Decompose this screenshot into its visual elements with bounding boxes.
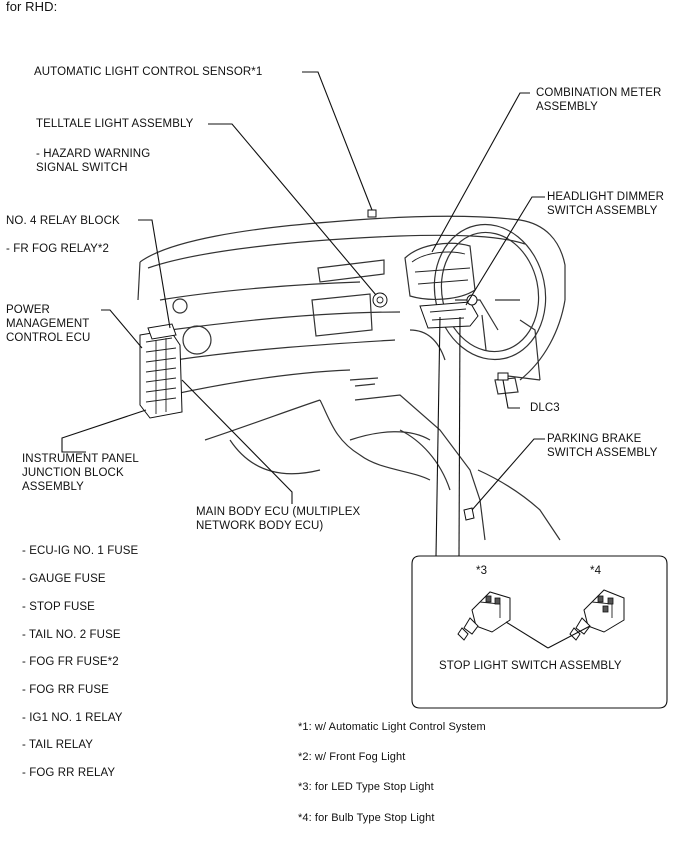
- sensor-graphic: [367, 209, 377, 218]
- footnote: *4: for Bulb Type Stop Light: [298, 812, 435, 824]
- callout-telltale-sub: - HAZARD WARNING SIGNAL SWITCH: [36, 148, 151, 174]
- callout-relay-block: NO. 4 RELAY BLOCK: [6, 215, 120, 227]
- callout-telltale: TELLTALE LIGHT ASSEMBLY: [36, 118, 194, 130]
- list-item: - GAUGE FUSE: [22, 573, 106, 585]
- dlc3-graphic: [497, 372, 509, 381]
- callout-combination-meter: COMBINATION METER ASSEMBLY: [536, 87, 662, 113]
- led-stop-switch-graphic: [457, 591, 511, 641]
- footnote: *3: for LED Type Stop Light: [298, 781, 434, 793]
- combination-meter-graphic: [404, 242, 476, 300]
- list-item: - FOG FR FUSE*2: [22, 656, 119, 668]
- parking-brake-switch-graphic: [463, 507, 475, 521]
- steering-wheel: [433, 223, 547, 361]
- stop-light-inset: [411, 555, 668, 709]
- list-item: - TAIL RELAY: [22, 739, 94, 751]
- callout-main-body-ecu: MAIN BODY ECU (MULTIPLEX NETWORK BODY EC…: [196, 506, 361, 532]
- page-title: for RHD:: [6, 0, 58, 14]
- junction-block-graphic: [139, 323, 183, 419]
- list-item: - FOG RR FUSE: [22, 684, 109, 696]
- list-item: - STOP FUSE: [22, 601, 95, 613]
- footnote: *1: w/ Automatic Light Control System: [298, 721, 486, 733]
- callout-power-mgmt: POWER MANAGEMENT CONTROL ECU: [6, 304, 91, 344]
- bulb-stop-switch-graphic: [569, 589, 625, 641]
- column-switch-graphic: [419, 294, 479, 329]
- callout-junction-block: INSTRUMENT PANEL JUNCTION BLOCK ASSEMBLY: [22, 453, 139, 493]
- callout-relay-block-sub: - FR FOG RELAY*2: [6, 243, 109, 255]
- list-item: - ECU-IG NO. 1 FUSE: [22, 545, 139, 557]
- instrument-panel-outline: [137, 215, 566, 541]
- list-item: - IG1 NO. 1 RELAY: [22, 712, 123, 724]
- list-item: - FOG RR RELAY: [22, 767, 116, 779]
- leader-lines: [61, 71, 545, 557]
- list-item: - TAIL NO. 2 FUSE: [22, 629, 121, 641]
- inset-led-marker: *3: [476, 565, 488, 577]
- inset-bulb-marker: *4: [590, 565, 602, 577]
- callout-dlc3: DLC3: [530, 402, 560, 414]
- callout-headlight-dimmer: HEADLIGHT DIMMER SWITCH ASSEMBLY: [547, 191, 665, 217]
- telltale-switch-graphic: [372, 292, 388, 308]
- callout-auto-light-sensor: AUTOMATIC LIGHT CONTROL SENSOR*1: [34, 66, 263, 78]
- footnote: *2: w/ Front Fog Light: [298, 751, 406, 763]
- inset-label: STOP LIGHT SWITCH ASSEMBLY: [439, 660, 622, 672]
- callout-parking-brake: PARKING BRAKE SWITCH ASSEMBLY: [547, 433, 658, 459]
